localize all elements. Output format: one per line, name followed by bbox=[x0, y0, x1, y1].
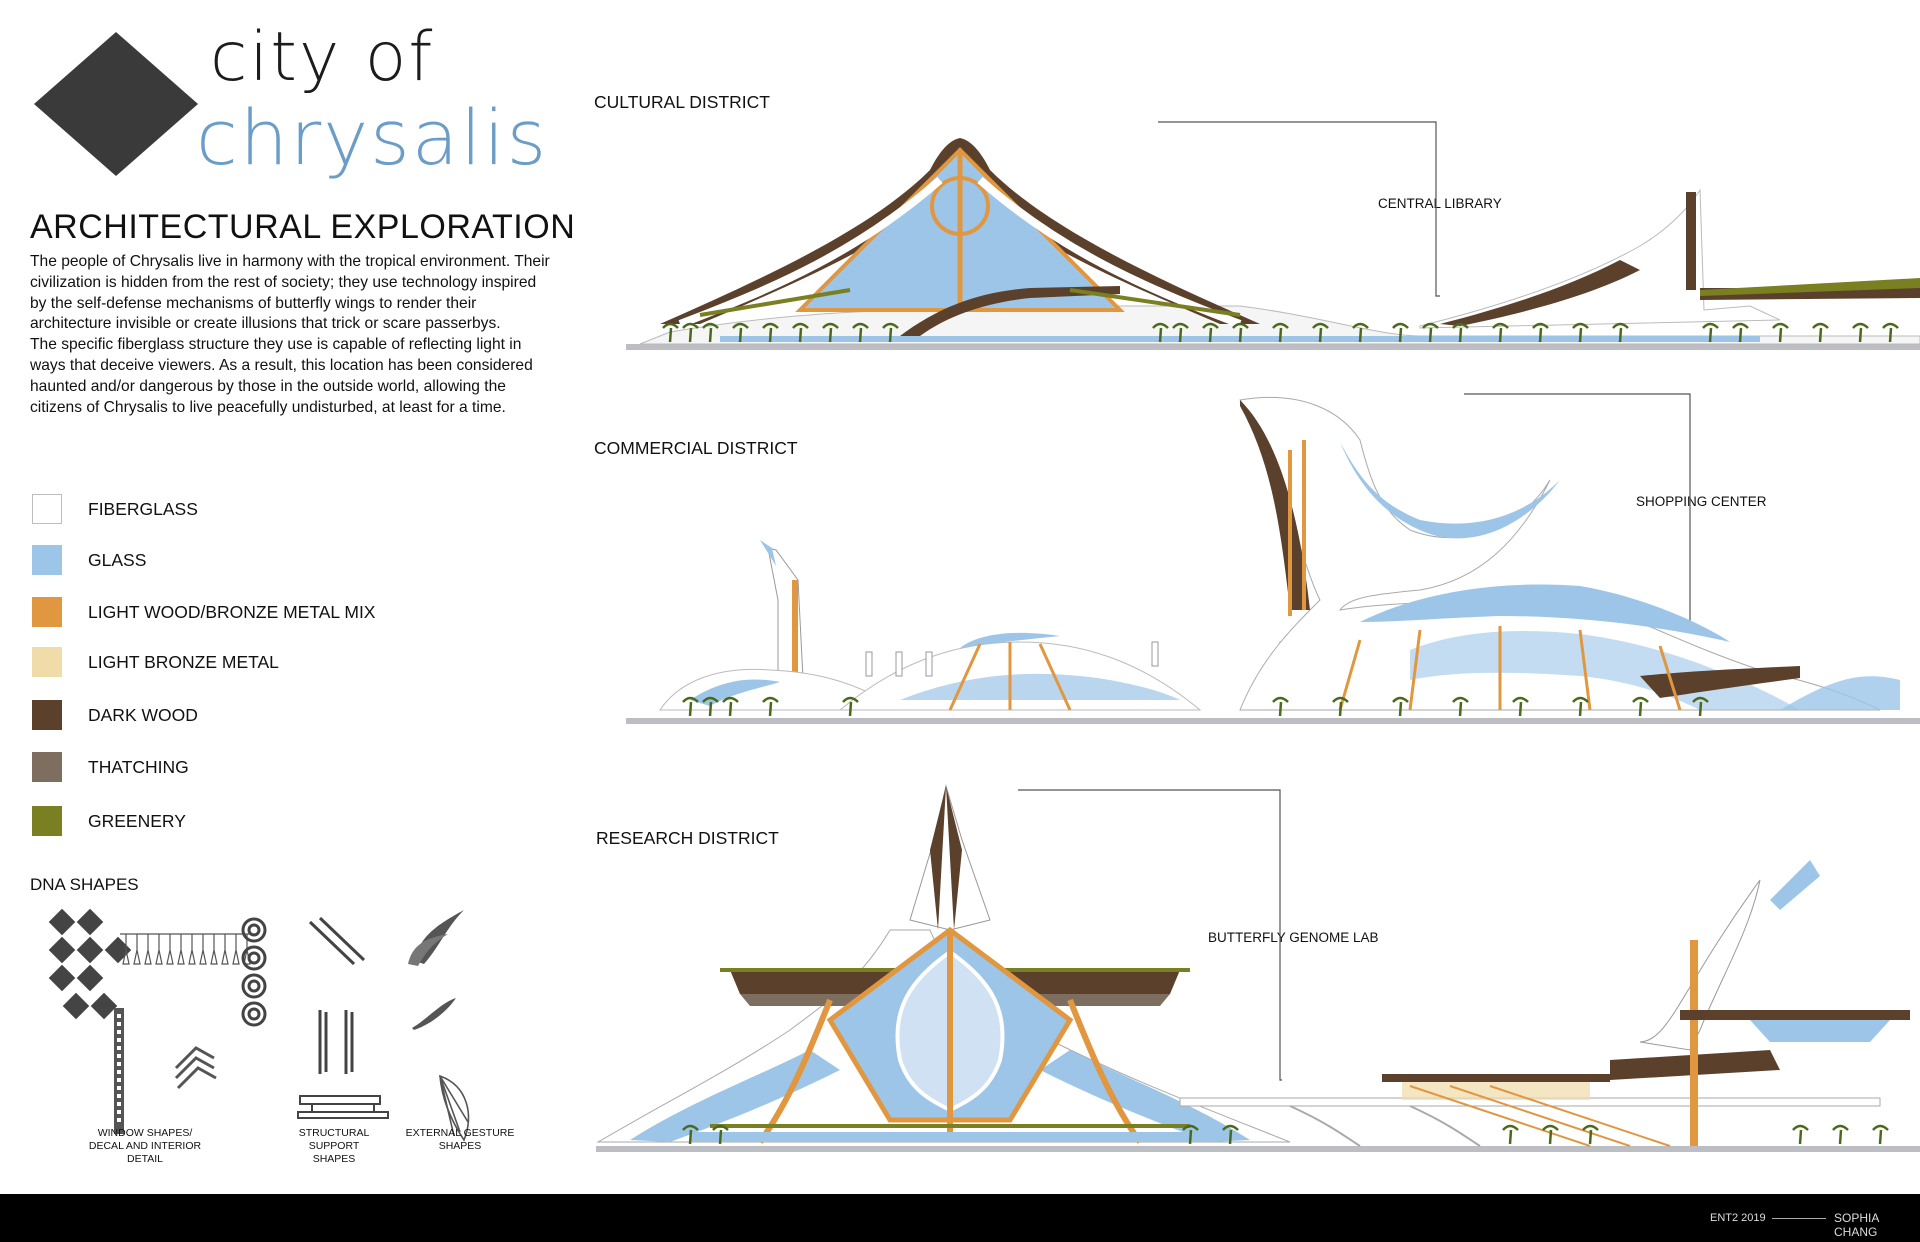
fiberglass-swatch bbox=[32, 494, 62, 524]
chrysalis-logo-icon bbox=[34, 32, 198, 176]
footer-divider bbox=[1772, 1218, 1826, 1219]
commercial-district-elevation bbox=[626, 393, 1920, 724]
ring-shapes-icon bbox=[241, 917, 267, 1027]
shopping-center-label: SHOPPING CENTER bbox=[1636, 494, 1767, 509]
intro-paragraph-1: The people of Chrysalis live in harmony … bbox=[30, 253, 550, 333]
wing-fan-icon bbox=[439, 1074, 470, 1142]
gesture-swoosh-icon bbox=[412, 998, 456, 1030]
legend-label: FIBERGLASS bbox=[88, 498, 198, 519]
research-district-label: RESEARCH DISTRICT bbox=[596, 828, 779, 848]
diamond-pattern-icon bbox=[47, 907, 133, 1021]
butterfly-genome-lab-label: BUTTERFLY GENOME LAB bbox=[1208, 930, 1379, 945]
central-library-label: CENTRAL LIBRARY bbox=[1378, 196, 1502, 211]
glass-swatch bbox=[32, 545, 62, 575]
legend-label: LIGHT BRONZE METAL bbox=[88, 651, 279, 672]
caption-external-gesture: EXTERNAL GESTURE SHAPES bbox=[405, 1127, 515, 1152]
dark-wood-swatch bbox=[32, 700, 62, 730]
legend-item-thatching: THATCHING bbox=[32, 751, 189, 783]
legend-item-light-wood: LIGHT WOOD/BRONZE METAL MIX bbox=[32, 596, 375, 628]
light-wood-swatch bbox=[32, 597, 62, 627]
research-district-elevation bbox=[596, 784, 1920, 1152]
chevron-stack-icon bbox=[174, 1046, 217, 1090]
window-column-icon bbox=[114, 1008, 124, 1134]
legend-label: GLASS bbox=[88, 549, 147, 570]
footer-course: ENT2 2019 bbox=[1710, 1212, 1766, 1224]
caption-structural-support: STRUCTURAL SUPPORT SHAPES bbox=[298, 1127, 370, 1165]
title-city-of: city of bbox=[210, 18, 435, 97]
dna-shapes-title: DNA SHAPES bbox=[30, 875, 139, 894]
legend-label: LIGHT WOOD/BRONZE METAL MIX bbox=[88, 601, 376, 622]
legend-label: GREENERY bbox=[88, 810, 186, 831]
vertical-support-icon bbox=[318, 1010, 354, 1074]
thatching-swatch bbox=[32, 752, 62, 782]
footer-author: SOPHIA CHANG bbox=[1834, 1211, 1879, 1239]
light-bronze-swatch bbox=[32, 647, 62, 677]
slab-stack-icon bbox=[297, 1095, 389, 1119]
legend-item-light-bronze: LIGHT BRONZE METAL bbox=[32, 646, 279, 678]
footer-bar: ENT2 2019 SOPHIA CHANG bbox=[0, 1194, 1920, 1242]
diagonal-strut-icon bbox=[308, 916, 366, 966]
caption-window-shapes: WINDOW SHAPES/ DECAL AND INTERIOR DETAIL bbox=[88, 1127, 202, 1165]
cultural-district-label: CULTURAL DISTRICT bbox=[594, 92, 770, 112]
title-chrysalis: chrysalis bbox=[196, 93, 549, 182]
commercial-district-label: COMMERCIAL DISTRICT bbox=[594, 438, 798, 458]
cultural-district-elevation bbox=[626, 121, 1920, 350]
legend-label: DARK WOOD bbox=[88, 704, 198, 725]
greenery-swatch bbox=[32, 806, 62, 836]
legend-item-fiberglass: FIBERGLASS bbox=[32, 493, 198, 525]
window-pendant-row-icon bbox=[120, 933, 256, 965]
dna-shapes-illustration bbox=[47, 907, 470, 1142]
intro-paragraph-2: The specific fiberglass structure they u… bbox=[30, 336, 533, 416]
legend-label: THATCHING bbox=[88, 756, 189, 777]
section-title: ARCHITECTURAL EXPLORATION bbox=[30, 208, 576, 246]
legend-item-greenery: GREENERY bbox=[32, 805, 186, 837]
legend-item-glass: GLASS bbox=[32, 544, 146, 576]
legend-item-dark-wood: DARK WOOD bbox=[32, 699, 198, 731]
intro-text: The people of Chrysalis live in harmony … bbox=[30, 252, 550, 418]
